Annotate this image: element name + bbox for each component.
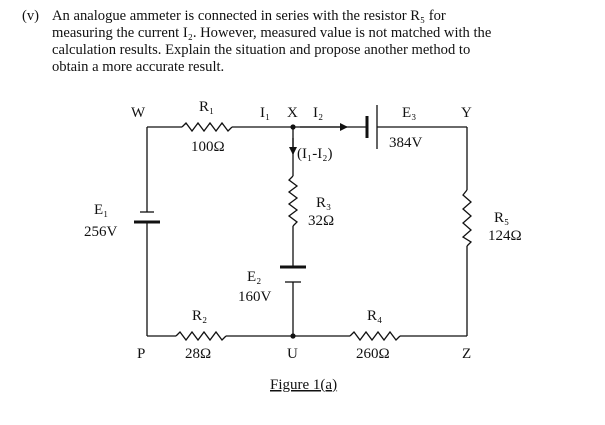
r3-name: R₃ [316, 195, 331, 211]
battery-e3 [365, 105, 378, 149]
question-line-4: obtain a more accurate result. [52, 59, 225, 75]
r4-value: 260Ω [356, 346, 390, 362]
r1-value: 100Ω [191, 139, 225, 155]
current-i1-minus-i2-label: (I₁-I₂) [297, 146, 332, 162]
r2-value: 28Ω [185, 346, 211, 362]
resistor-r3 [287, 175, 299, 227]
battery-e2 [280, 265, 306, 283]
question-number: (v) [22, 8, 40, 24]
e2-value: 160V [238, 289, 272, 305]
node-label-p: P [137, 346, 145, 362]
node-label-y: Y [461, 105, 472, 121]
junction-x-dot [290, 124, 296, 130]
resistor-r2 [175, 330, 227, 342]
r3-value: 32Ω [308, 213, 334, 229]
current-i2-label: I₂ [313, 105, 323, 121]
question-line-2: measuring the current I₂. However, measu… [52, 25, 492, 41]
e2-name: E₂ [247, 269, 261, 285]
current-i1-label: I₁ [260, 105, 270, 121]
junction-u-dot [290, 333, 296, 339]
question-line-3: calculation results. Explain the situati… [52, 42, 471, 58]
node-label-z: Z [462, 346, 471, 362]
node-label-w: W [131, 105, 146, 121]
e3-name: E₃ [402, 105, 416, 121]
r1-name: R₁ [199, 99, 214, 115]
e1-name: E₁ [94, 202, 108, 218]
resistor-r5 [461, 189, 473, 247]
r5-value: 124Ω [488, 228, 522, 244]
figure-caption: Figure 1(a) [270, 377, 337, 393]
r2-name: R₂ [192, 308, 207, 324]
node-label-x: X [287, 105, 298, 121]
e3-value: 384V [389, 135, 423, 151]
e1-value: 256V [84, 224, 118, 240]
node-label-u: U [287, 346, 298, 362]
battery-e1 [134, 211, 160, 224]
r4-name: R₄ [367, 308, 382, 324]
resistor-r1 [181, 121, 233, 133]
question-line-1: An analogue ammeter is connected in seri… [52, 8, 446, 24]
r5-name: R₅ [494, 210, 509, 226]
resistor-r4 [349, 330, 401, 342]
